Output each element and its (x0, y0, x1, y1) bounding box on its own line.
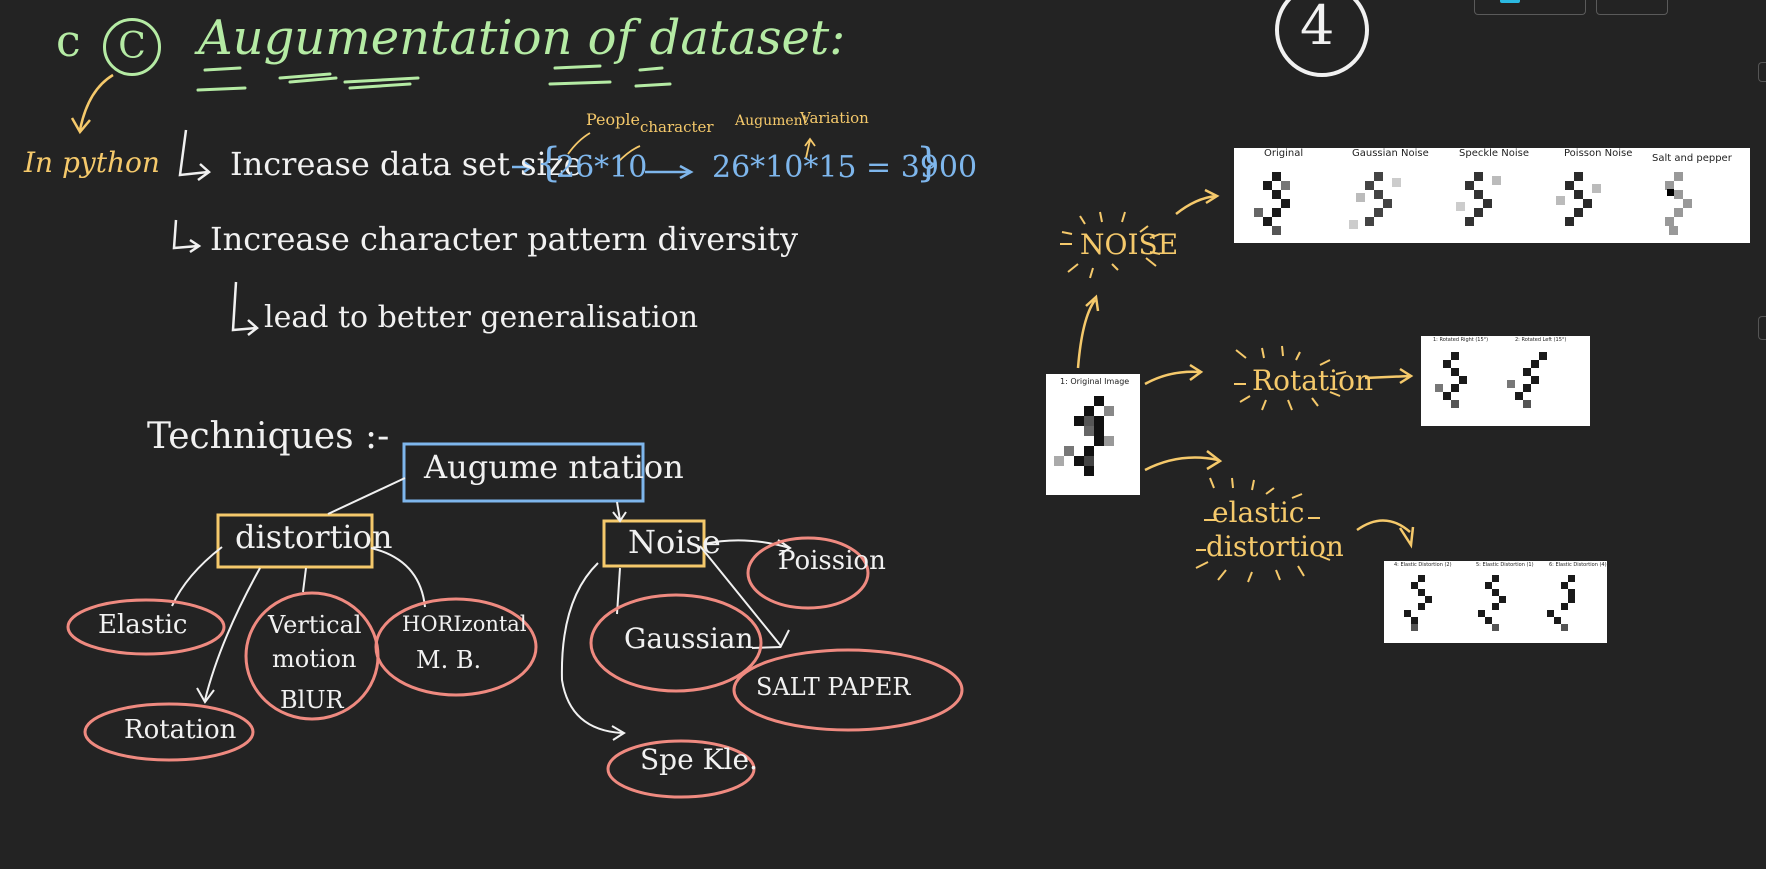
root-node: Augume ntation (424, 448, 684, 486)
elastic-example-label-2: distortion (1206, 530, 1344, 563)
section-circled-letter: C (118, 26, 146, 67)
rotation-rays (1234, 345, 1347, 411)
equation-open-brace: { (536, 140, 562, 186)
side-panel-handle[interactable] (1758, 62, 1766, 82)
leaf-speckle: Spe Kle. (640, 743, 758, 776)
elastic-caption-2: 5: Elastic Distortion (1) (1476, 562, 1534, 568)
toolbar-button-2[interactable] (1596, 0, 1668, 15)
noise-examples-strip: Original Gaussian Noise Speckle Noise Po… (1234, 148, 1750, 243)
section-prefix: c (56, 16, 81, 67)
elastic-caption-3: 6: Elastic Distortion (4) (1549, 562, 1607, 568)
language-note: In python (24, 146, 160, 179)
python-arrow-head (70, 117, 91, 135)
rotation-examples-strip: 1: Rotated Right (15°) 2: Rotated Left (… (1421, 336, 1590, 426)
python-arrow (78, 73, 114, 131)
leaf-vertical-3: BlUR (280, 686, 344, 714)
page-number-circle (1275, 0, 1369, 77)
elastic-glyphs (1404, 575, 1575, 631)
leaf-elastic: Elastic (98, 610, 188, 640)
rotation-example-label: Rotation (1252, 364, 1373, 397)
rotation-glyphs (1435, 352, 1547, 408)
dollar-glyph-original (1054, 396, 1114, 476)
diagram-connectors (171, 477, 792, 741)
point-generalisation: lead to better generalisation (264, 300, 699, 335)
equation-right: 26*10*15 = 3900 (712, 150, 978, 185)
leaf-gaussian: Gaussian (624, 622, 754, 655)
annotation-character: character (640, 118, 714, 136)
original-caption: 1: Original Image (1060, 377, 1130, 386)
equation-arrows (512, 160, 694, 180)
elastic-examples-strip: 4: Elastic Distortion (2) 5: Elastic Dis… (1384, 561, 1607, 643)
distortion-node: distortion (235, 518, 393, 556)
techniques-label: Techniques :- (147, 416, 390, 457)
annotation-arrows (567, 132, 816, 163)
rotation-caption-right: 1: Rotated Right (15°) (1433, 337, 1489, 343)
leaf-vertical-2: motion (272, 645, 357, 673)
annotation-augment: Augument (735, 113, 809, 129)
distortion-box (216, 513, 374, 569)
noise-node: Noise (628, 523, 721, 561)
elastic-caption-1: 4: Elastic Distortion (2) (1394, 562, 1452, 568)
leaf-vertical-1: Vertical (268, 611, 362, 639)
example-arrows (1076, 188, 1415, 549)
noise-caption-poisson: Poisson Noise (1564, 148, 1633, 159)
side-panel-handle-2[interactable] (1758, 316, 1766, 340)
noise-glyphs (1254, 172, 1692, 235)
equation-close-brace: } (916, 140, 942, 186)
rotation-caption-left: 2: Rotated Left (15°) (1515, 337, 1567, 343)
annotation-variation: Variation (800, 109, 869, 127)
noise-rays (1060, 211, 1161, 279)
leaf-horizontal-1: HORIzontal (402, 612, 527, 636)
leaf-poisson: Poission (778, 546, 886, 576)
point-diversity: Increase character pattern diversity (210, 220, 799, 258)
elastic-example-label-1: elastic (1212, 496, 1305, 529)
title-underline (196, 64, 672, 92)
bullet-hooks (172, 129, 259, 336)
leaf-salt-paper: SALT PAPER (756, 673, 911, 701)
augmentation-box (402, 442, 645, 503)
leaf-ellipses (66, 536, 964, 799)
page-number: 4 (1300, 0, 1335, 57)
leaf-rotation: Rotation (124, 715, 237, 745)
noise-caption-original: Original (1264, 148, 1304, 159)
section-circle: C (103, 18, 161, 76)
color-swatch-icon (1500, 0, 1520, 3)
original-image: 1: Original Image (1046, 374, 1140, 495)
toolbar-button-1[interactable] (1474, 0, 1586, 15)
leaf-horizontal-2: M. B. (416, 646, 482, 674)
section-title: Augumentation of dataset: (198, 10, 846, 66)
noise-caption-speckle: Speckle Noise (1459, 148, 1529, 159)
annotation-people: People (586, 110, 640, 129)
noise-caption-salt-pepper: Salt and pepper (1652, 153, 1732, 164)
noise-example-label: NOISE (1080, 228, 1179, 261)
elastic-rays (1195, 477, 1331, 583)
equation-left: 26*10 (556, 150, 648, 185)
point-increase-size: Increase data set size (230, 145, 583, 183)
noise-caption-gaussian: Gaussian Noise (1352, 148, 1429, 159)
